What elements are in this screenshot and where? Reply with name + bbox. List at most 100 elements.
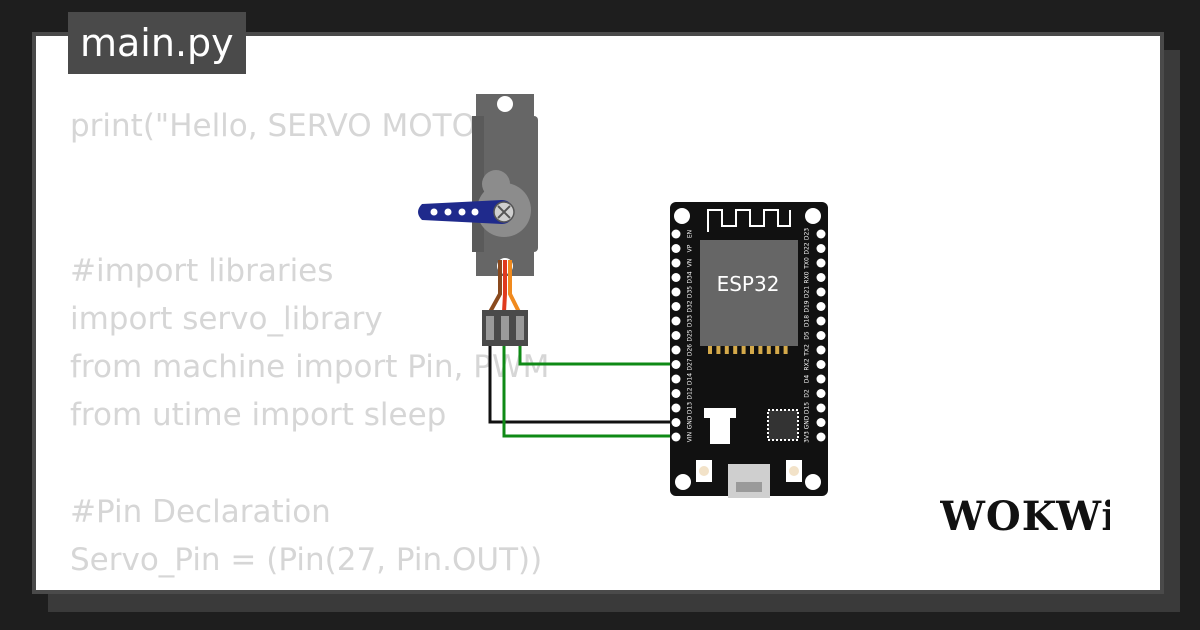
header-pin[interactable] <box>671 374 681 384</box>
header-pin[interactable] <box>816 374 826 384</box>
header-pin[interactable] <box>671 287 681 297</box>
usb-uart-chip <box>767 409 799 441</box>
header-pin[interactable] <box>816 389 826 398</box>
header-pin[interactable] <box>671 360 681 369</box>
pin-label: TX2 <box>804 344 811 357</box>
header-pin[interactable] <box>816 403 826 413</box>
pin-label: D12 <box>687 387 694 399</box>
esp32-board[interactable]: ESP32 ENVPVND34D35D32D33D25D26D27D14D12D… <box>670 202 828 498</box>
servo-cable-red <box>502 260 507 313</box>
pin-label: VP <box>687 244 694 252</box>
code-line: from utime import sleep <box>70 397 447 434</box>
chip-pad <box>724 346 729 354</box>
pin-label: D18 <box>804 315 811 327</box>
header-pin[interactable] <box>671 403 681 413</box>
pin-label: VN <box>687 259 694 268</box>
chip-pad <box>716 346 721 354</box>
pin-label: GND <box>687 415 694 429</box>
wires <box>488 344 679 438</box>
pin-label: D13 <box>687 402 694 414</box>
header-pin[interactable] <box>816 432 826 442</box>
pin-label: D33 <box>687 315 694 327</box>
wifi-antenna-trace <box>707 209 791 232</box>
pin-label: VIN <box>687 432 694 442</box>
code-line: #Pin Declaration <box>70 493 331 530</box>
header-pin[interactable] <box>671 418 681 427</box>
header-pin[interactable] <box>816 360 826 369</box>
chip-pad <box>758 346 763 354</box>
header-pin[interactable] <box>671 258 681 268</box>
header-pin[interactable] <box>816 331 826 340</box>
chip-pad <box>766 346 771 354</box>
connector-pin <box>516 316 524 340</box>
header-pin[interactable] <box>816 229 826 239</box>
project-preview-card: print("Hello, SERVO MOTOR") #import libr… <box>32 32 1164 594</box>
code-line: import servo_library <box>70 300 383 337</box>
board-mount-hole-icon <box>805 474 821 490</box>
servo-cable-orange <box>508 260 521 313</box>
en-button-cap <box>789 466 799 476</box>
header-pin[interactable] <box>671 345 681 355</box>
pin-label: D34 <box>687 271 694 283</box>
left-header: ENVPVND34D35D32D33D25D26D27D14D12D13GNDV… <box>671 229 694 442</box>
code-line: Servo_Pin = (Pin(27, Pin.OUT)) <box>70 541 543 578</box>
connector-pin <box>501 316 509 340</box>
servo-motor[interactable] <box>418 94 538 346</box>
pin-label: TX0 <box>804 257 811 270</box>
wire-servo-ground <box>488 344 679 424</box>
header-pin[interactable] <box>816 258 826 268</box>
pin-label: D25 <box>687 329 694 341</box>
header-pin[interactable] <box>816 316 826 326</box>
connector-pin <box>486 316 494 340</box>
header-pin[interactable] <box>816 273 826 282</box>
pin-label: D27 <box>687 358 694 370</box>
board-mount-hole-icon <box>805 208 821 224</box>
header-pin[interactable] <box>671 389 681 398</box>
header-pin[interactable] <box>671 331 681 340</box>
servo-horn <box>418 200 514 224</box>
brand-name: WOKWi <box>940 493 1110 540</box>
pin-label: D4 <box>804 375 811 384</box>
pin-label: D5 <box>804 331 811 340</box>
chip-pad <box>741 346 746 354</box>
chip-module <box>700 240 798 346</box>
header-pin[interactable] <box>816 287 826 297</box>
header-pin[interactable] <box>816 302 826 311</box>
header-pin[interactable] <box>671 244 681 253</box>
circuit-diagram: ESP32 ENVPVND34D35D32D33D25D26D27D14D12D… <box>418 94 828 498</box>
pin-label: D21 <box>804 286 811 298</box>
horn-hole-icon <box>471 208 479 216</box>
header-pin[interactable] <box>671 302 681 311</box>
board-mount-hole-icon <box>675 474 691 490</box>
header-pin[interactable] <box>671 432 681 442</box>
boot-button-cap <box>699 466 709 476</box>
chip-pad <box>750 346 754 354</box>
wire-servo-power <box>502 344 679 438</box>
wokwi-logo: WOKWi <box>940 493 1110 540</box>
horn-hole-icon <box>444 208 452 216</box>
servo-gear-housing-small <box>482 170 510 198</box>
pin-label: D35 <box>687 286 694 298</box>
code-line: from machine import Pin, PWM <box>70 349 550 386</box>
pin-label: GND <box>804 415 811 429</box>
pin-label: D19 <box>804 300 811 312</box>
servo-cable-brown <box>488 260 502 313</box>
chip-pads <box>708 346 788 354</box>
header-pin[interactable] <box>671 316 681 326</box>
pin-label: D15 <box>804 402 811 414</box>
pin-label: D14 <box>687 373 694 385</box>
pin-label: D22 <box>804 242 811 254</box>
file-tab[interactable]: main.py <box>68 12 246 74</box>
code-line: #import libraries <box>70 252 334 289</box>
chip-pad <box>733 346 738 354</box>
header-pin[interactable] <box>816 345 826 355</box>
pin-label: D23 <box>804 228 811 240</box>
header-pin[interactable] <box>671 273 681 282</box>
header-pin[interactable] <box>816 244 826 253</box>
header-pin[interactable] <box>816 418 826 427</box>
header-pin[interactable] <box>671 229 681 239</box>
chip-pad <box>775 346 780 354</box>
chip-label: ESP32 <box>717 272 780 296</box>
usb-port <box>728 464 770 498</box>
board-mount-hole-icon <box>674 208 690 224</box>
